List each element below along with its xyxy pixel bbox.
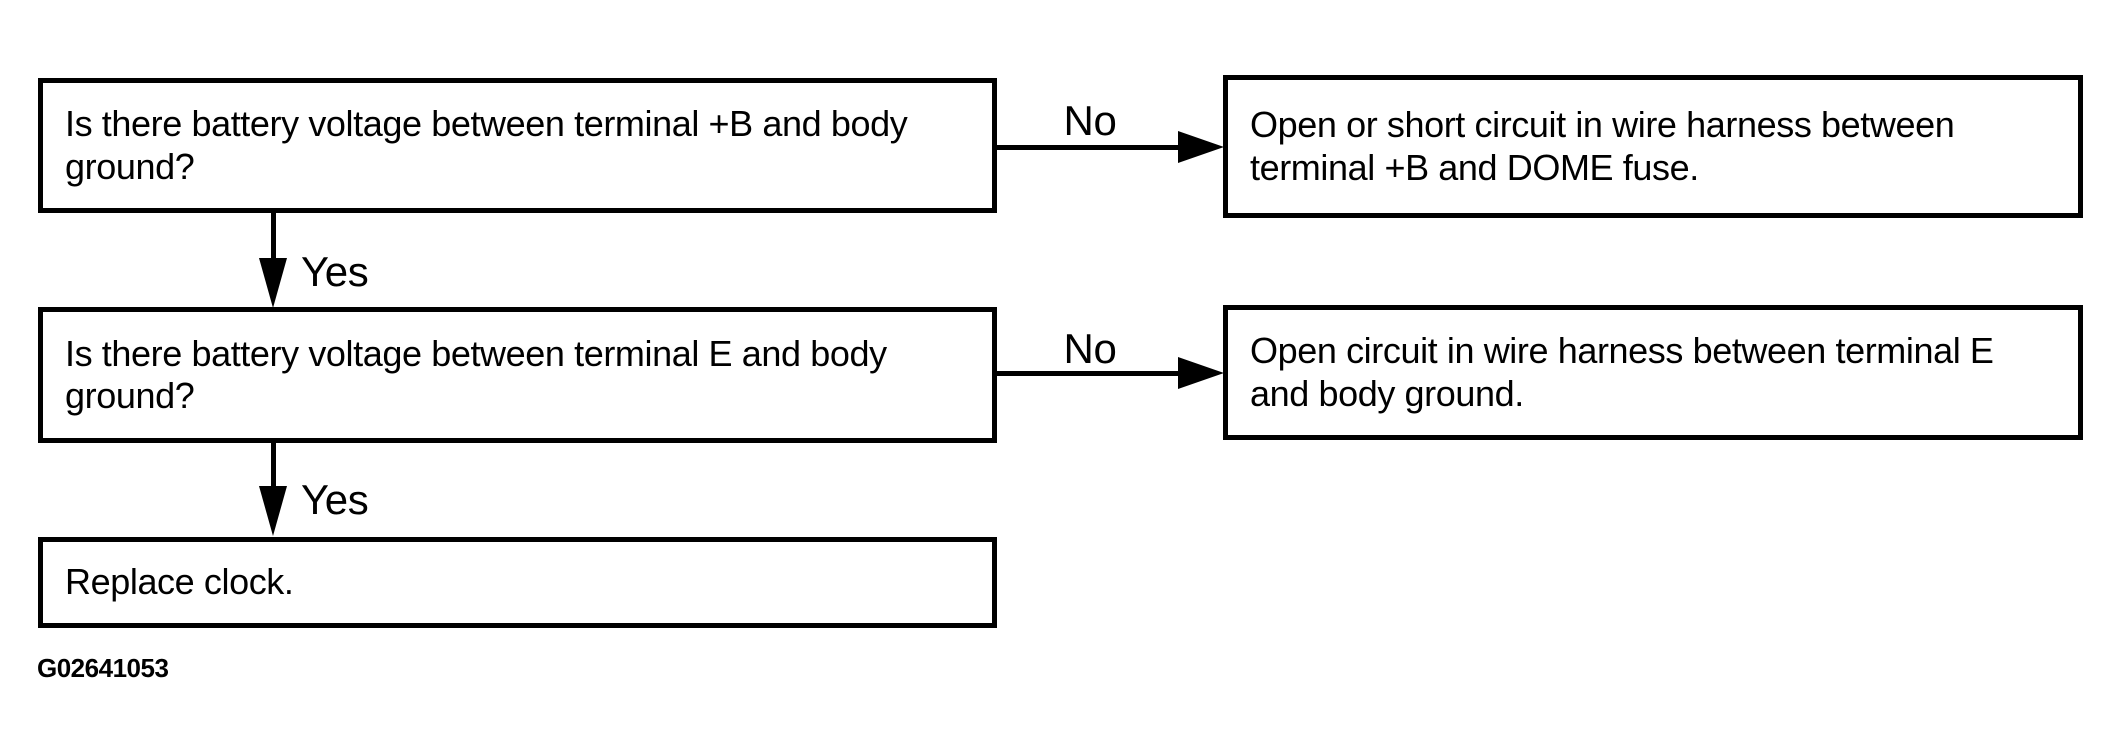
- arrow-yes-1-head-icon: [259, 258, 287, 308]
- node-question-2: Is there battery voltage between termina…: [38, 307, 997, 443]
- node-result-2: Open circuit in wire harness between ter…: [1223, 305, 2083, 440]
- arrow-yes-1-line: [271, 213, 276, 263]
- arrow-no-2-head-icon: [1178, 357, 1224, 389]
- arrow-yes-2-head-icon: [259, 486, 287, 536]
- arrow-yes-2-line: [271, 443, 276, 489]
- node-action-replace-clock-text: Replace clock.: [65, 561, 294, 603]
- node-result-2-text: Open circuit in wire harness between ter…: [1250, 330, 1994, 414]
- edge-label-no-1: No: [1063, 97, 1117, 144]
- arrow-no-1-head-icon: [1178, 131, 1224, 163]
- node-result-1-text: Open or short circuit in wire harness be…: [1250, 104, 1955, 188]
- node-question-1: Is there battery voltage between termina…: [38, 78, 997, 213]
- edge-label-yes-1: Yes: [301, 248, 369, 295]
- node-result-1: Open or short circuit in wire harness be…: [1223, 75, 2083, 218]
- node-question-1-text: Is there battery voltage between termina…: [65, 103, 908, 187]
- edge-label-no-2: No: [1063, 325, 1117, 372]
- arrow-no-2-line: [997, 371, 1180, 376]
- node-question-2-text: Is there battery voltage between termina…: [65, 332, 887, 416]
- node-action-replace-clock: Replace clock.: [38, 537, 997, 628]
- figure-id-label: G02641053: [37, 653, 169, 683]
- edge-label-yes-2: Yes: [301, 476, 369, 523]
- arrow-no-1-line: [997, 145, 1180, 150]
